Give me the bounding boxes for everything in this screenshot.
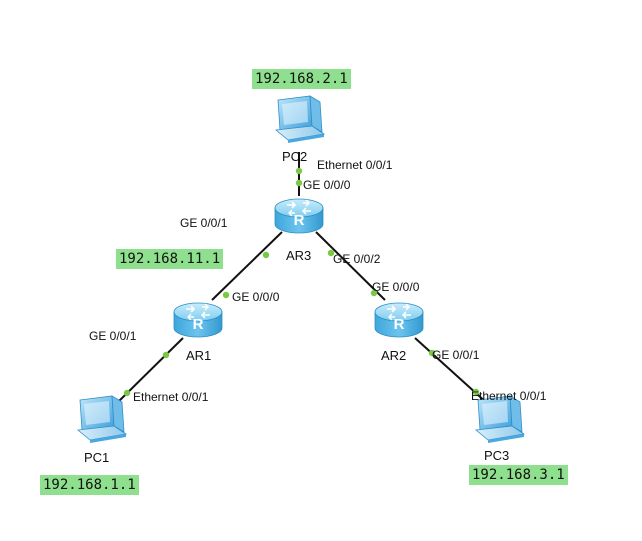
pc3-name: PC3: [484, 448, 510, 463]
ar1-ge000-label: GE 0/0/0: [232, 290, 280, 304]
port-dot: [370, 289, 378, 297]
port-dot: [262, 251, 270, 259]
port-dot: [123, 389, 131, 397]
link-ar3-ar1: [211, 231, 283, 301]
router-icon[interactable]: [173, 302, 223, 338]
pc2-eth-label: Ethernet 0/0/1: [317, 158, 393, 172]
pc2-name: PC2: [282, 149, 308, 164]
router-icon[interactable]: [274, 198, 324, 234]
pc-icon[interactable]: [77, 395, 127, 444]
port-dot: [295, 167, 303, 175]
port-dot: [472, 388, 480, 396]
ar3-ge000-label: GE 0/0/0: [303, 178, 351, 192]
port-dot: [162, 351, 170, 359]
ar3-ge001-label: GE 0/0/1: [180, 216, 228, 230]
port-dot: [222, 291, 230, 299]
link-ar3-ar2: [315, 231, 386, 301]
port-dot: [295, 179, 303, 187]
pc3-eth-label: Ethernet 0/0/1: [471, 389, 547, 403]
ar3-name: AR3: [286, 248, 312, 263]
pc1-name: PC1: [84, 450, 110, 465]
ar2-name: AR2: [381, 348, 407, 363]
port-dot: [327, 249, 335, 257]
ar2-ge001-label: GE 0/0/1: [432, 348, 480, 362]
ar3-ip-label: 192.168.11.1: [116, 249, 224, 269]
pc-icon[interactable]: [475, 395, 525, 444]
ar2-ge000-label: GE 0/0/0: [372, 280, 420, 294]
pc-icon[interactable]: [275, 95, 325, 144]
ar3-ge002-label: GE 0/0/2: [333, 252, 381, 266]
ar1-name: AR1: [186, 348, 212, 363]
pc3-ip-label: 192.168.3.1: [469, 465, 568, 485]
port-dot: [428, 349, 436, 357]
links: [115, 152, 489, 405]
ar1-ge001-label: GE 0/0/1: [89, 329, 137, 343]
port-dots: [123, 167, 480, 397]
router-icon[interactable]: [374, 302, 424, 338]
pc1-eth-label: Ethernet 0/0/1: [133, 390, 209, 404]
pc2-ip-label: 192.168.2.1: [252, 69, 351, 89]
pc1-ip-label: 192.168.1.1: [40, 475, 139, 495]
